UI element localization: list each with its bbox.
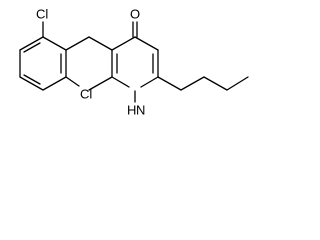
nitrogen-label: N <box>136 102 145 117</box>
bond-methyl <box>88 76 113 91</box>
double-bond-inner <box>23 74 41 85</box>
bond <box>134 36 159 51</box>
bond-butyl <box>157 76 182 91</box>
pyridinone-ring <box>111 36 159 88</box>
bond <box>19 36 44 51</box>
bond-benzyl-ch2 <box>65 36 90 51</box>
dichlorophenyl-ring <box>19 36 67 91</box>
bond <box>140 76 159 88</box>
bond <box>111 76 130 88</box>
bond-butyl <box>180 76 205 91</box>
bond <box>111 36 136 51</box>
ring-nh-hydrogen-label: H <box>127 102 136 117</box>
bond-c-cl-bottom <box>65 76 80 87</box>
double-bond-inner <box>23 42 41 53</box>
bond <box>19 76 44 91</box>
bond <box>42 36 67 51</box>
bond-ch2-pyridone <box>88 36 113 51</box>
bond <box>42 76 67 91</box>
structural-formula: Cl Cl O H N <box>19 6 249 117</box>
chlorine-top-label: Cl <box>36 6 48 21</box>
oxygen-label: O <box>130 6 140 21</box>
bond-butyl <box>226 76 249 91</box>
bond-butyl <box>203 76 228 91</box>
